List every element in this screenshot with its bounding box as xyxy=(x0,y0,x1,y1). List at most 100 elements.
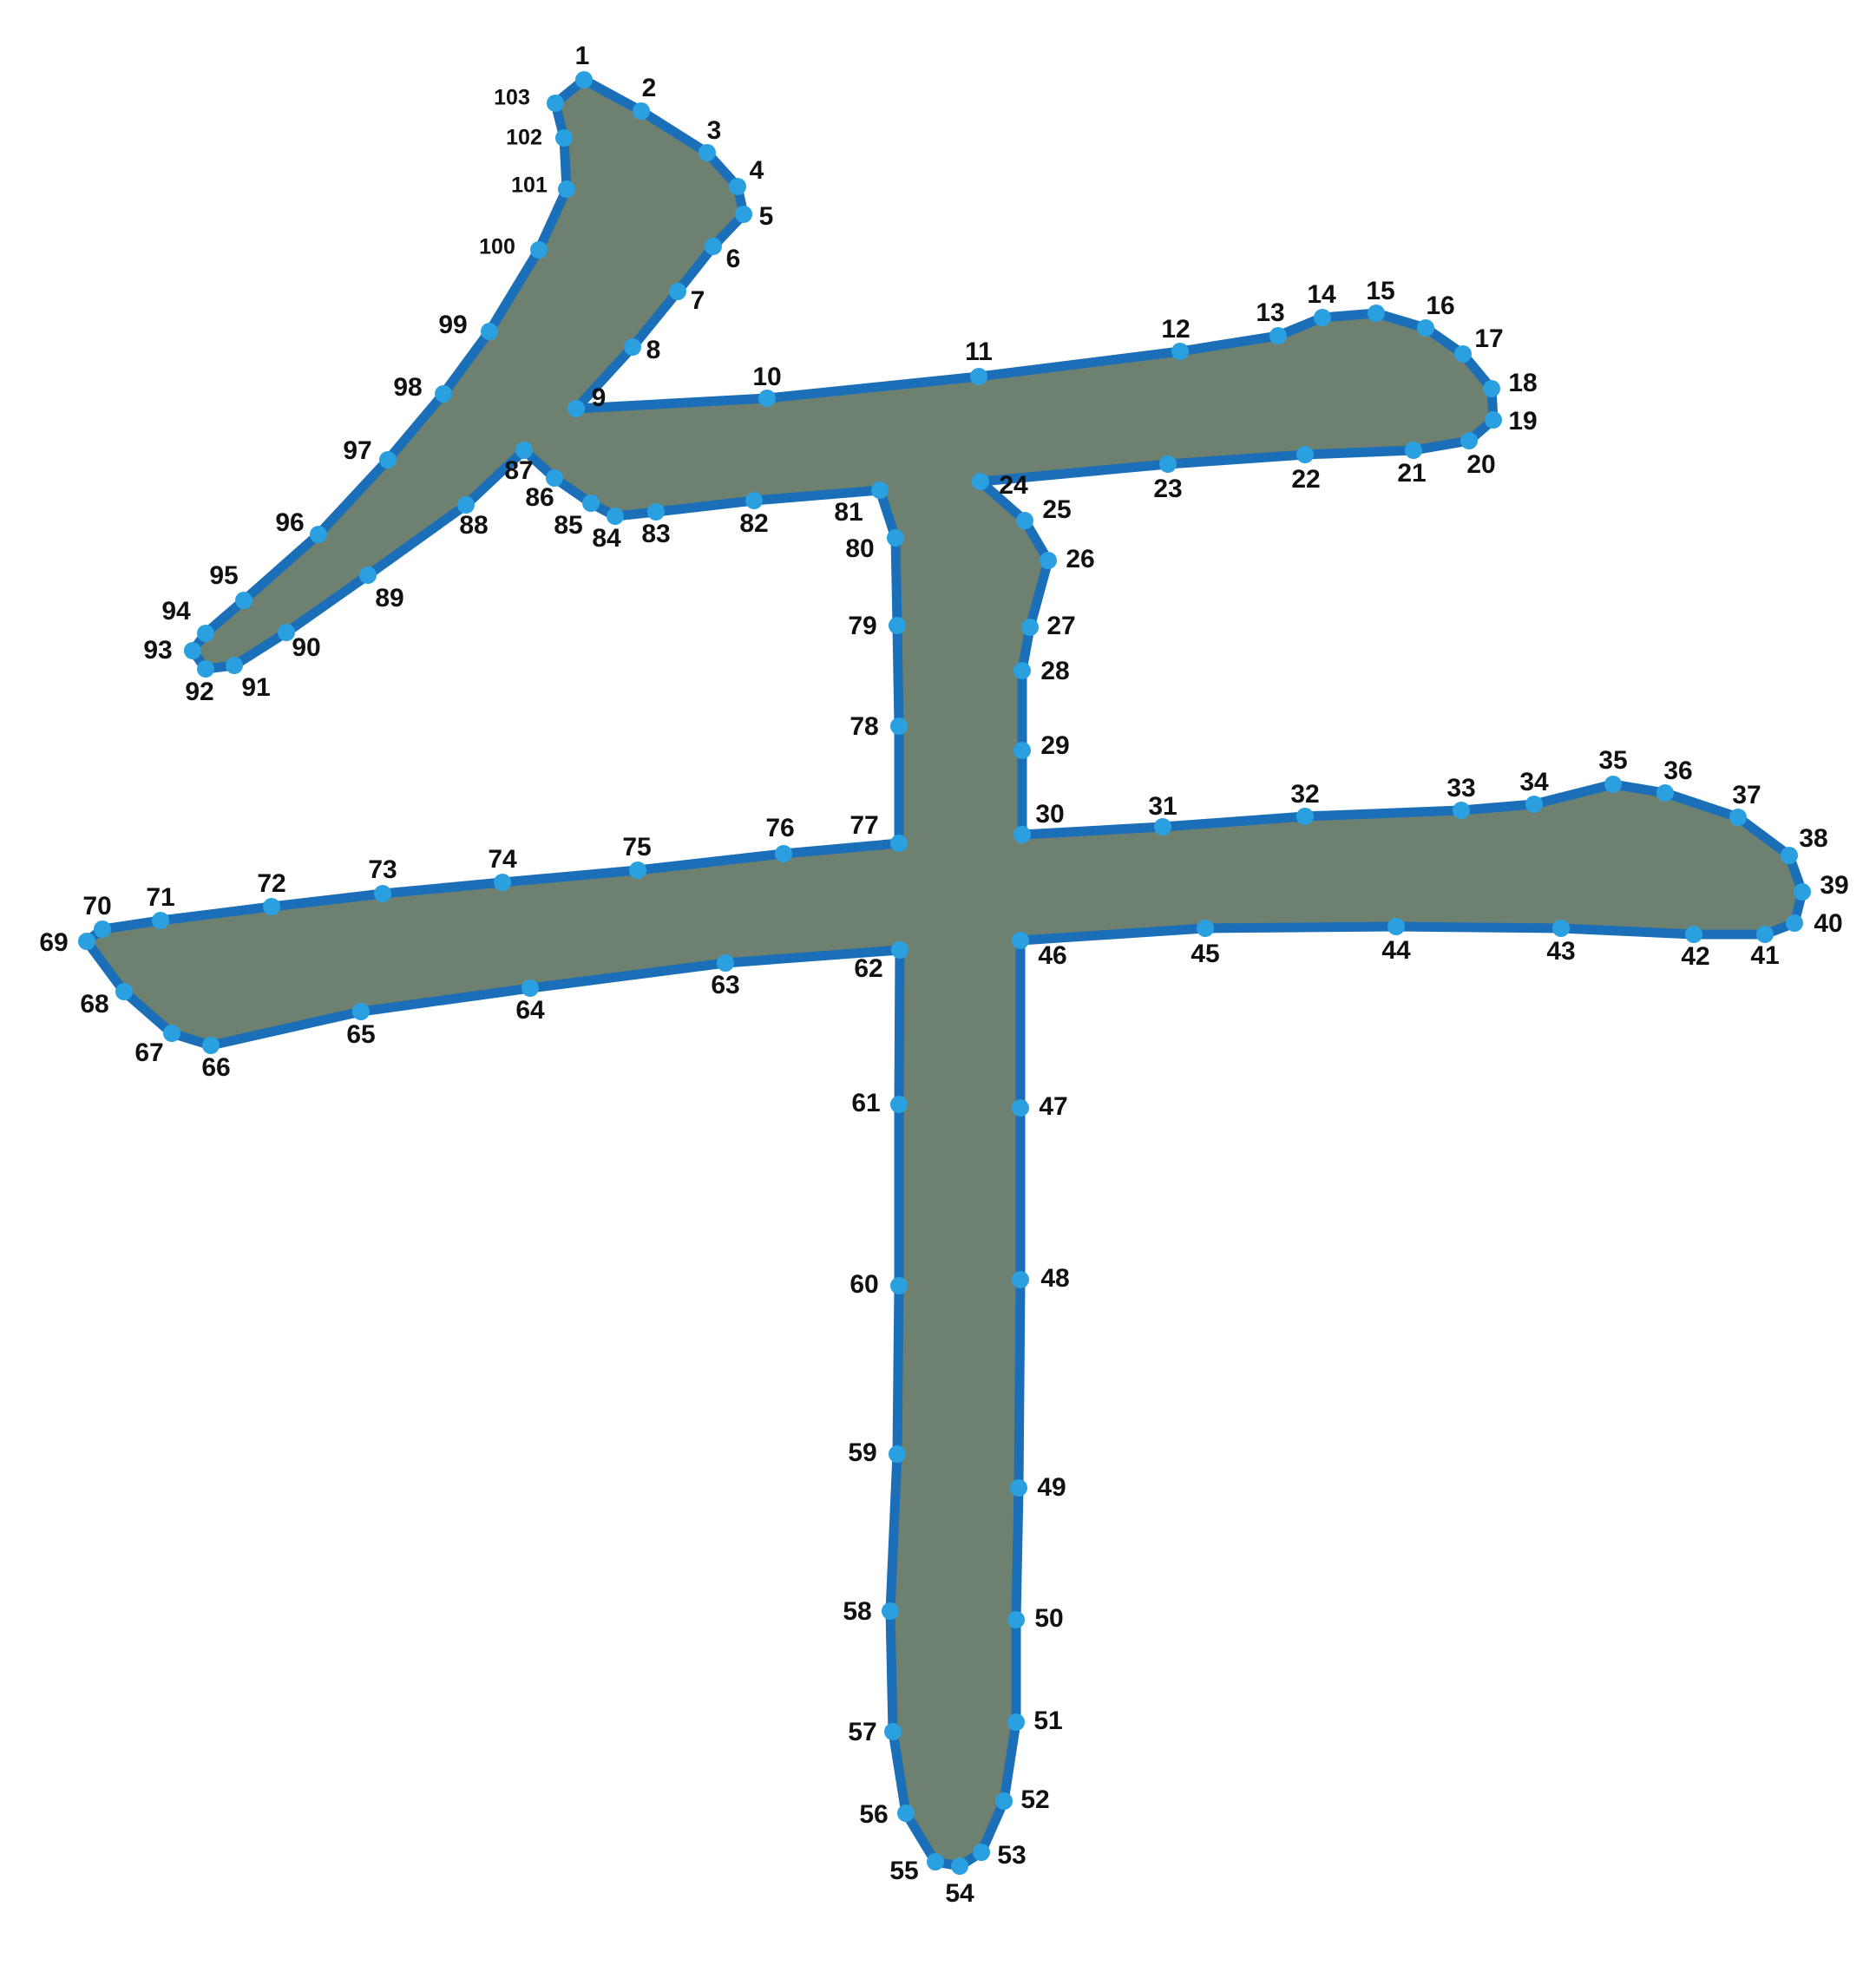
outline-point-97 xyxy=(379,451,397,468)
outline-point-8 xyxy=(624,338,641,356)
outline-points xyxy=(78,71,1811,1875)
outline-point-3 xyxy=(699,144,716,161)
outline-point-81 xyxy=(871,482,889,499)
point-label-30: 30 xyxy=(1035,800,1064,829)
outline-point-2 xyxy=(633,102,650,120)
outline-point-88 xyxy=(457,496,475,514)
point-label-92: 92 xyxy=(185,678,213,706)
outline-point-38 xyxy=(1781,847,1798,864)
point-label-18: 18 xyxy=(1508,369,1537,397)
outline-point-6 xyxy=(705,238,722,255)
outline-point-92 xyxy=(197,660,214,678)
point-label-12: 12 xyxy=(1161,315,1190,344)
point-label-94: 94 xyxy=(161,597,191,626)
outline-point-57 xyxy=(884,1723,902,1740)
outline-point-56 xyxy=(897,1805,915,1822)
point-label-102: 102 xyxy=(506,126,542,150)
point-label-65: 65 xyxy=(346,1020,375,1049)
outline-point-80 xyxy=(887,529,904,547)
point-label-22: 22 xyxy=(1291,465,1320,494)
point-label-49: 49 xyxy=(1037,1473,1066,1502)
point-label-58: 58 xyxy=(843,1597,871,1626)
outline-point-31 xyxy=(1154,818,1171,835)
point-label-69: 69 xyxy=(39,928,68,957)
point-label-47: 47 xyxy=(1039,1092,1067,1121)
outline-point-76 xyxy=(775,845,792,862)
outline-point-46 xyxy=(1012,932,1029,949)
outline-point-58 xyxy=(882,1602,899,1620)
outline-point-54 xyxy=(951,1857,968,1875)
outline-point-61 xyxy=(890,1096,908,1113)
point-label-52: 52 xyxy=(1020,1785,1049,1814)
outline-point-24 xyxy=(972,473,989,490)
outline-point-52 xyxy=(995,1792,1013,1810)
outline-point-78 xyxy=(890,717,908,735)
point-label-51: 51 xyxy=(1033,1707,1062,1735)
point-label-14: 14 xyxy=(1307,280,1336,309)
point-label-45: 45 xyxy=(1191,940,1219,968)
outline-point-69 xyxy=(78,933,95,950)
outline-point-51 xyxy=(1007,1713,1025,1731)
outline-point-66 xyxy=(202,1037,220,1054)
outline-point-89 xyxy=(359,567,377,584)
outline-point-4 xyxy=(729,178,746,195)
outline-point-84 xyxy=(607,508,624,525)
point-label-96: 96 xyxy=(275,508,304,537)
outline-point-14 xyxy=(1314,309,1331,326)
point-label-16: 16 xyxy=(1426,292,1454,320)
outline-point-99 xyxy=(481,323,498,340)
point-label-59: 59 xyxy=(848,1438,876,1467)
point-label-79: 79 xyxy=(848,612,876,640)
point-label-33: 33 xyxy=(1446,774,1475,803)
outline-point-96 xyxy=(310,526,327,543)
point-label-38: 38 xyxy=(1799,824,1827,853)
outline-point-73 xyxy=(374,885,391,902)
outline-point-62 xyxy=(891,941,908,959)
point-label-62: 62 xyxy=(854,954,882,983)
outline-point-44 xyxy=(1387,918,1405,935)
point-label-75: 75 xyxy=(622,833,651,861)
outline-point-63 xyxy=(717,954,734,972)
outline-point-102 xyxy=(555,129,573,147)
point-label-82: 82 xyxy=(739,509,768,538)
point-label-27: 27 xyxy=(1046,612,1075,640)
point-label-72: 72 xyxy=(257,869,285,898)
outline-point-98 xyxy=(435,385,452,403)
point-label-28: 28 xyxy=(1040,657,1069,685)
outline-point-35 xyxy=(1604,776,1622,793)
point-label-68: 68 xyxy=(80,990,108,1019)
outline-point-16 xyxy=(1417,319,1434,337)
outline-point-79 xyxy=(889,617,906,634)
outline-point-27 xyxy=(1021,619,1039,636)
point-label-78: 78 xyxy=(849,712,878,741)
outline-point-74 xyxy=(494,874,511,891)
outline-point-68 xyxy=(115,983,133,1000)
point-label-17: 17 xyxy=(1474,324,1503,353)
outline-point-29 xyxy=(1013,742,1031,759)
outline-point-82 xyxy=(745,492,763,509)
point-label-7: 7 xyxy=(691,286,705,315)
point-label-100: 100 xyxy=(479,235,515,259)
point-label-1: 1 xyxy=(575,42,590,70)
point-label-86: 86 xyxy=(525,483,554,512)
point-label-4: 4 xyxy=(750,156,764,185)
point-label-74: 74 xyxy=(488,845,517,874)
point-label-73: 73 xyxy=(368,855,397,884)
point-label-101: 101 xyxy=(511,174,548,198)
outline-point-60 xyxy=(890,1277,908,1294)
outline-point-41 xyxy=(1756,926,1774,943)
outline-point-43 xyxy=(1552,920,1570,937)
outline-point-39 xyxy=(1794,883,1811,901)
point-label-44: 44 xyxy=(1381,936,1411,965)
point-label-87: 87 xyxy=(504,456,533,485)
point-label-83: 83 xyxy=(641,520,670,548)
point-label-99: 99 xyxy=(438,311,467,339)
outline-point-40 xyxy=(1786,914,1803,932)
outline-point-86 xyxy=(546,469,563,487)
point-label-35: 35 xyxy=(1598,746,1627,775)
point-label-56: 56 xyxy=(859,1800,888,1829)
point-label-8: 8 xyxy=(646,336,661,364)
outline-point-77 xyxy=(890,835,908,852)
